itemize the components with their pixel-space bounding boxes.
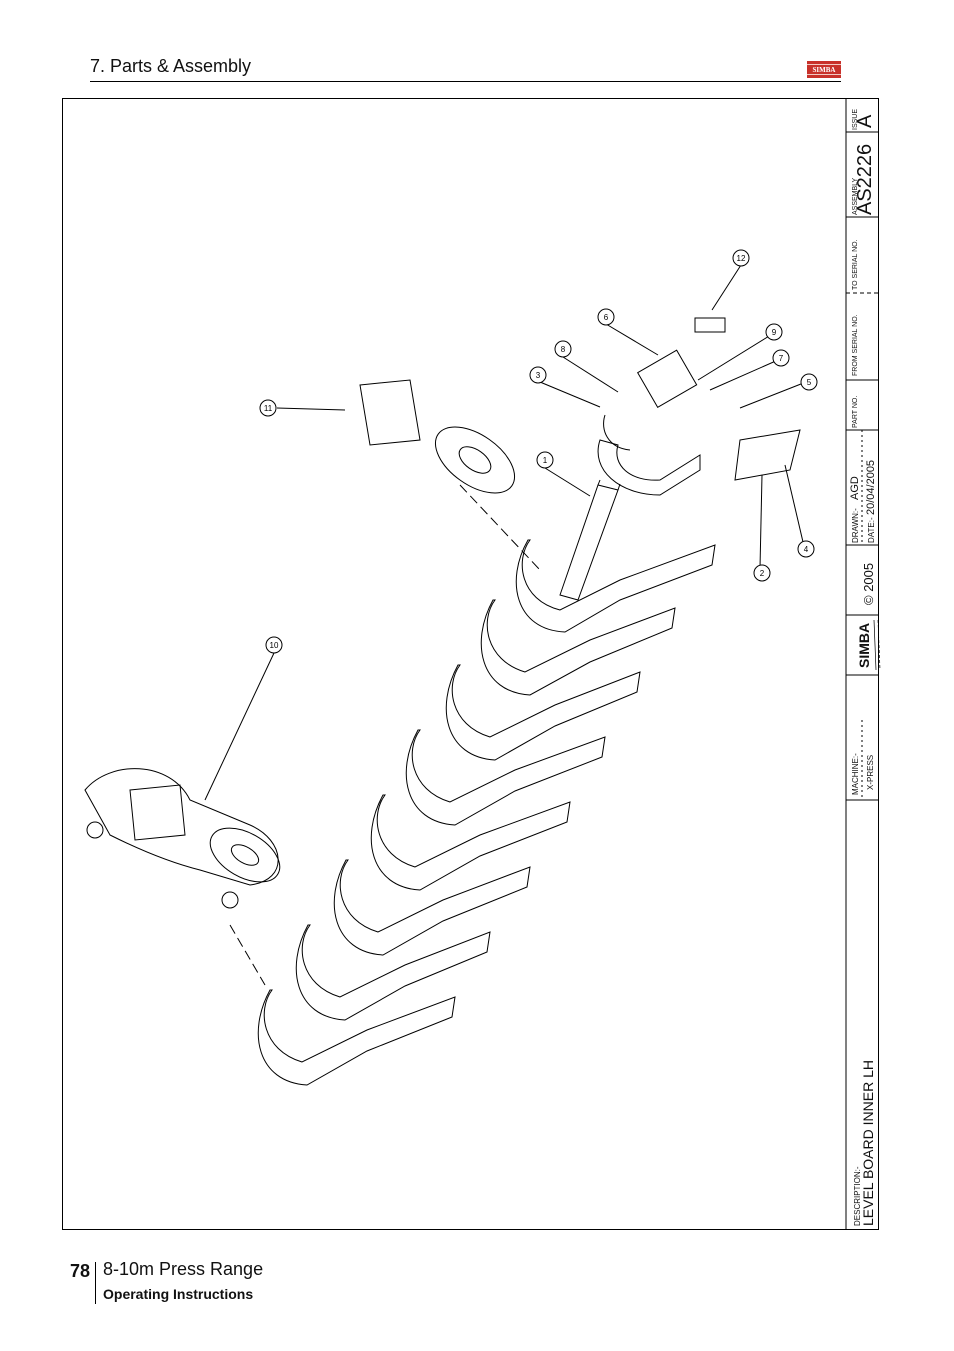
part-no-label: PART NO. bbox=[852, 396, 859, 428]
callout-12: 12 bbox=[732, 249, 750, 267]
svg-text:8: 8 bbox=[561, 345, 566, 354]
manual-subtitle: Operating Instructions bbox=[103, 1286, 254, 1302]
board-stack bbox=[257, 539, 716, 1086]
page-number: 78 bbox=[70, 1261, 91, 1281]
svg-text:SIMBA: SIMBA bbox=[856, 623, 872, 668]
svg-text:10: 10 bbox=[270, 641, 279, 650]
date-value: 20/04/2005 bbox=[865, 460, 877, 515]
svg-text:1: 1 bbox=[543, 456, 548, 465]
callout-8: 8 bbox=[554, 340, 572, 358]
svg-text:4: 4 bbox=[804, 545, 809, 554]
callout-11: 11 bbox=[259, 399, 277, 417]
copyright-text: © 2005 bbox=[861, 563, 876, 605]
callout-3: 3 bbox=[529, 366, 547, 384]
svg-text:11: 11 bbox=[264, 404, 273, 413]
issue-label: ISSUE bbox=[852, 109, 859, 130]
svg-text:5: 5 bbox=[807, 378, 812, 387]
callout-5: 5 bbox=[800, 373, 818, 391]
logo-wordmark: SIMBA bbox=[813, 66, 836, 74]
drawn-label: DRAWN:- bbox=[851, 508, 860, 543]
assembly-number: AS2226 bbox=[854, 144, 876, 215]
description-label: DESCRIPTION:- bbox=[853, 1166, 862, 1226]
drawn-value: AGD bbox=[849, 476, 861, 500]
callout-6: 6 bbox=[597, 308, 615, 326]
manual-title: 8-10m Press Range bbox=[103, 1259, 264, 1279]
callout-2: 2 bbox=[753, 564, 771, 582]
machine-label: MACHINE:- bbox=[851, 753, 860, 795]
svg-text:7: 7 bbox=[779, 354, 784, 363]
parts-illustration bbox=[84, 264, 807, 1086]
callout-7: 7 bbox=[772, 349, 790, 367]
titleblock-simba-logo: SIMBA bbox=[856, 619, 881, 671]
footer-divider bbox=[95, 1262, 96, 1304]
callout-9: 9 bbox=[765, 323, 783, 341]
callouts: 1 2 3 4 5 6 7 8 9 10 11 12 bbox=[259, 249, 818, 654]
callout-10: 10 bbox=[265, 636, 283, 654]
title-block bbox=[845, 98, 879, 1230]
assembly-label: ASSEMBLY bbox=[852, 177, 859, 215]
section-title: 7. Parts & Assembly bbox=[90, 56, 252, 76]
callout-4: 4 bbox=[797, 540, 815, 558]
machine-value: X-PRESS bbox=[866, 755, 875, 790]
description-value: LEVEL BOARD INNER LH bbox=[860, 1060, 876, 1226]
drawing-frame bbox=[62, 98, 879, 1230]
date-label: DATE:- bbox=[867, 517, 876, 543]
svg-text:9: 9 bbox=[772, 328, 777, 337]
to-serial-label: TO SERIAL NO. bbox=[852, 239, 859, 290]
svg-text:12: 12 bbox=[737, 254, 746, 263]
svg-text:6: 6 bbox=[604, 313, 609, 322]
header-divider bbox=[90, 81, 841, 82]
simba-logo: SIMBA bbox=[807, 61, 841, 78]
svg-text:3: 3 bbox=[536, 371, 541, 380]
svg-text:2: 2 bbox=[760, 569, 765, 578]
issue-value: A bbox=[854, 114, 876, 128]
callout-1: 1 bbox=[536, 451, 554, 469]
from-serial-label: FROM SERIAL NO. bbox=[852, 314, 859, 376]
